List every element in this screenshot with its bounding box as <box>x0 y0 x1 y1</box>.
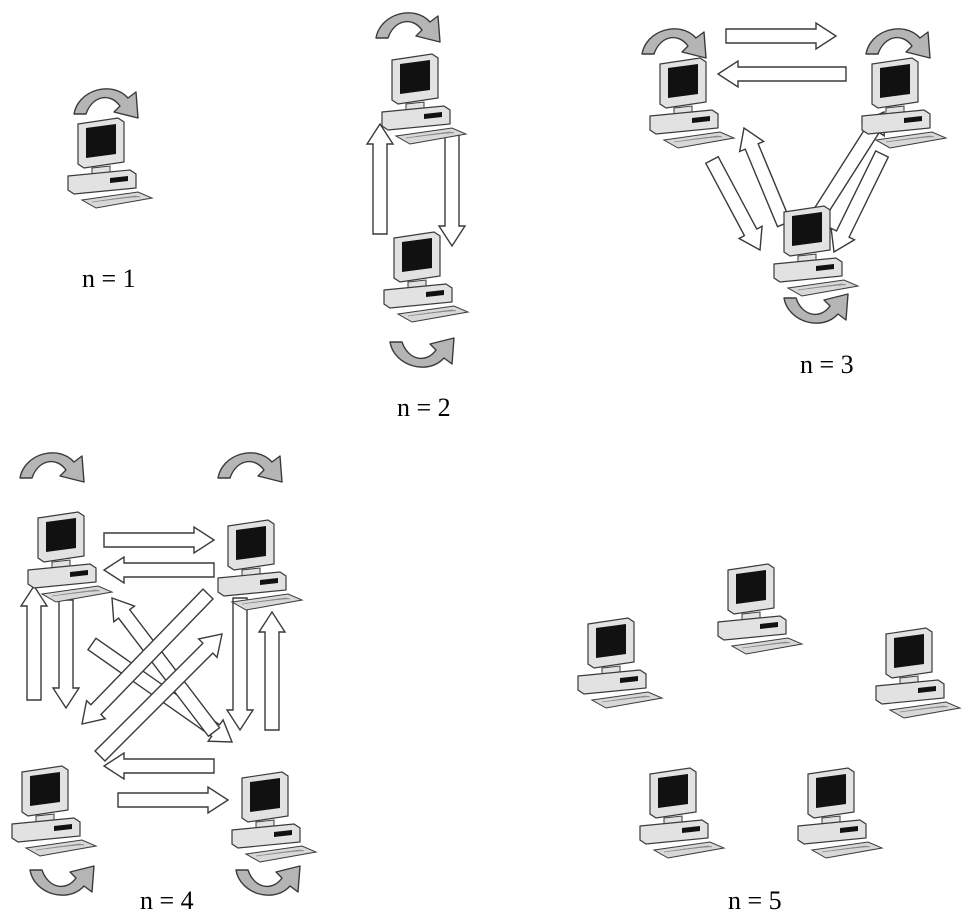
computer-icon <box>773 205 860 297</box>
computer-icon <box>797 767 884 859</box>
computer-icon <box>875 627 962 719</box>
connection-arrow-icon <box>437 133 467 248</box>
computer-icon <box>27 511 114 603</box>
computer-icon <box>11 765 98 857</box>
connection-arrow-icon <box>111 596 221 738</box>
connection-arrow-icon <box>225 597 255 732</box>
label-n4: n = 4 <box>140 886 194 915</box>
connection-arrow-icon <box>94 633 223 762</box>
connection-arrow-icon <box>725 21 838 51</box>
computer-icon <box>861 57 948 149</box>
computer-icon <box>67 117 154 209</box>
self-loop-arrow-icon <box>235 865 301 896</box>
computer-icon <box>383 231 470 323</box>
self-loop-arrow-icon <box>865 28 931 59</box>
label-n1: n = 1 <box>82 264 136 293</box>
computer-icon <box>639 767 726 859</box>
connection-arrow-icon <box>102 751 215 781</box>
label-n2: n = 2 <box>397 393 451 422</box>
connection-arrow-icon <box>102 555 215 585</box>
computer-icon <box>577 617 664 709</box>
label-n5: n = 5 <box>728 886 782 915</box>
connection-arrow-icon <box>103 525 216 555</box>
self-loop-arrow-icon <box>217 452 283 483</box>
connection-arrow-icon <box>738 126 792 228</box>
self-loop-arrow-icon <box>375 12 441 43</box>
computer-icon <box>231 771 318 863</box>
computer-icon <box>217 519 304 611</box>
connection-arrow-icon <box>19 584 49 701</box>
self-loop-arrow-icon <box>641 28 707 59</box>
connection-arrow-icon <box>117 785 230 815</box>
connection-arrow-icon <box>81 588 215 725</box>
self-loop-arrow-icon <box>389 337 455 368</box>
self-loop-arrow-icon <box>73 88 139 119</box>
connection-arrow-icon <box>830 149 890 254</box>
connection-arrow-icon <box>51 599 81 710</box>
self-loop-arrow-icon <box>783 293 849 324</box>
connection-arrow-icon <box>257 610 287 731</box>
computer-icon <box>381 53 468 145</box>
self-loop-arrow-icon <box>19 452 85 483</box>
self-loop-arrow-icon <box>29 865 95 896</box>
computer-icon <box>649 57 736 149</box>
connection-arrow-icon <box>704 155 763 252</box>
label-n3: n = 3 <box>800 350 854 379</box>
connection-arrow-icon <box>365 122 395 235</box>
connection-arrow-icon <box>716 59 847 89</box>
computer-icon <box>717 563 804 655</box>
